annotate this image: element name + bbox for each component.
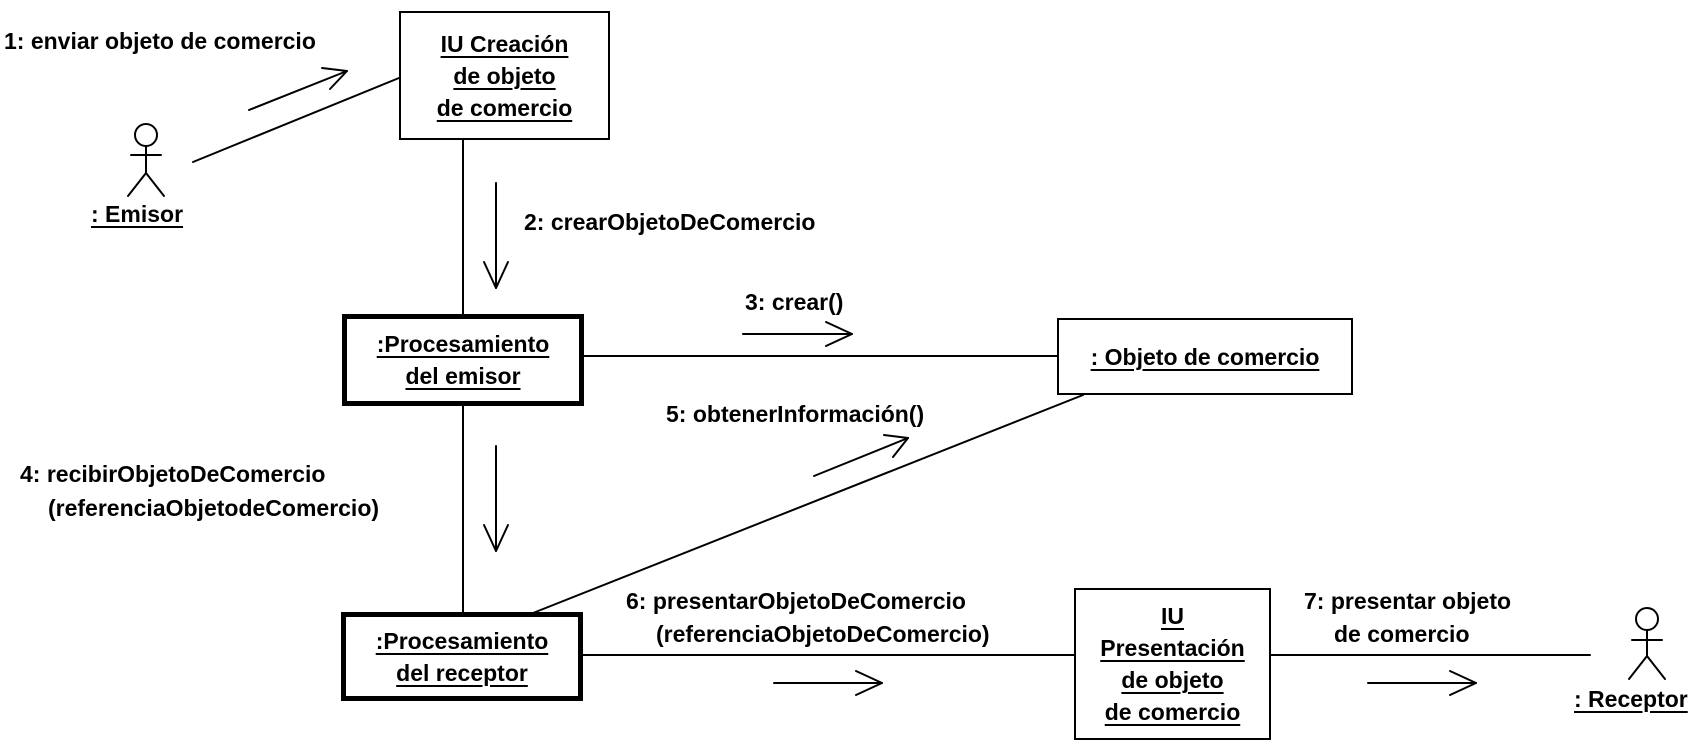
ui-creacion-line-3: de comercio bbox=[436, 94, 573, 121]
message-7-label-line-1: 7: presentar objeto bbox=[1304, 588, 1512, 614]
objeto-comercio-label: : Objeto de comercio bbox=[1090, 343, 1320, 370]
proc-emisor-line-1: :Procesamiento bbox=[376, 331, 550, 357]
objeto-comercio-box: : Objeto de comercio bbox=[1057, 318, 1353, 395]
message-7-label-line-2: de comercio bbox=[1334, 621, 1470, 647]
message-6-label-line-2: (referenciaObjetoDeComercio) bbox=[656, 621, 990, 647]
message-4-label-line-2: (referenciaObjetodeComercio) bbox=[48, 495, 380, 521]
proc-emisor-line-2: del emisor bbox=[405, 363, 521, 389]
ui-present-line-2: Presentación bbox=[1100, 635, 1245, 661]
arrow-msg-3 bbox=[742, 321, 853, 347]
procesamiento-receptor-box: :Procesamiento del receptor bbox=[341, 612, 583, 701]
message-1-label: 1: enviar objeto de comercio bbox=[4, 28, 316, 54]
message-4-label-line-1: 4: recibirObjetoDeComercio bbox=[20, 461, 326, 487]
receptor-label: : Receptor bbox=[1574, 686, 1688, 712]
arrow-msg-5 bbox=[813, 434, 909, 477]
message-3-label: 3: crear() bbox=[745, 289, 844, 315]
emisor-actor-icon bbox=[127, 123, 165, 197]
receptor-actor-icon bbox=[1628, 607, 1666, 680]
ui-creacion-objeto-box: IU Creación de objeto de comercio bbox=[399, 11, 610, 140]
link-procreceptor-objeto bbox=[532, 394, 1084, 614]
arrow-msg-1 bbox=[248, 67, 348, 111]
ui-creacion-line-1: IU Creación bbox=[440, 30, 569, 57]
link-emisor-ui bbox=[192, 77, 400, 163]
message-6-label-line-1: 6: presentarObjetoDeComercio bbox=[626, 588, 966, 614]
emisor-label: : Emisor bbox=[91, 201, 184, 227]
ui-creacion-line-2: de objeto bbox=[453, 62, 556, 89]
arrow-msg-7 bbox=[1367, 670, 1477, 696]
ui-presentacion-objeto-box: IU Presentación de objeto de comercio bbox=[1074, 588, 1271, 740]
ui-present-line-1: IU bbox=[1161, 603, 1184, 629]
procesamiento-emisor-box: :Procesamiento del emisor bbox=[342, 314, 584, 406]
arrow-msg-6 bbox=[773, 670, 883, 696]
ui-present-line-4: de comercio bbox=[1104, 699, 1241, 725]
ui-present-line-3: de objeto bbox=[1121, 667, 1224, 693]
proc-receptor-line-1: :Procesamiento bbox=[375, 627, 549, 654]
message-2-label: 2: crearObjetoDeComercio bbox=[524, 209, 816, 235]
message-5-label: 5: obtenerInformación() bbox=[666, 401, 925, 427]
arrow-msg-4 bbox=[483, 445, 509, 552]
proc-receptor-line-2: del receptor bbox=[396, 659, 528, 686]
arrow-msg-2 bbox=[483, 182, 509, 289]
